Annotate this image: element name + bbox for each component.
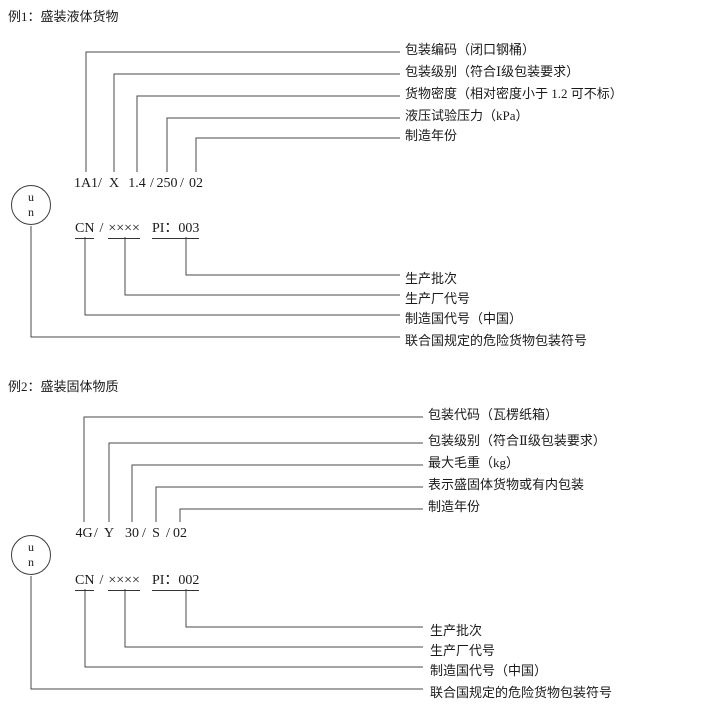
ex1-code-part-density: 1.4 — [128, 176, 146, 191]
ex1-bottom-label-country: 制造国代号（中国） — [405, 311, 523, 326]
ex2-manufacturer-row: CN / ×××× PI：002 — [75, 569, 200, 591]
ex2-code-part-solid: S — [152, 526, 160, 541]
ex2-code-part-level: Y — [103, 526, 115, 541]
ex1-pi-number: PI：003 — [151, 221, 200, 239]
ex2-bottom-leader-lines — [30, 576, 423, 690]
ex2-top-label-year: 制造年份 — [428, 499, 481, 514]
ex1-code-part-pressure: 250 — [156, 176, 178, 191]
ex2-bottom-label-batch: 生产批次 — [430, 623, 483, 638]
ex1-top-label-cargo-density: 货物密度（相对密度小于 1.2 可不标） — [405, 86, 623, 101]
ex2-bottom-label-factory: 生产厂代号 — [430, 643, 496, 658]
ex2-top-leader-lines — [83, 416, 423, 522]
un-symbol-letter-n: n — [28, 205, 34, 219]
ex2-country-code: CN — [75, 573, 95, 591]
ex1-factory-code: ×××× — [108, 221, 140, 239]
ex2-pi-number: PI：002 — [151, 573, 200, 591]
ex1-bottom-leader-lines — [30, 226, 400, 338]
ex2-bottom-label-un-mark: 联合国规定的危险货物包装符号 — [430, 685, 613, 700]
ex1-code-part-type: 1A1 — [73, 176, 99, 191]
example1-title: 例1：盛装液体货物 — [8, 9, 119, 24]
example2-title: 例2：盛装固体物质 — [8, 379, 119, 394]
ex1-bottom-label-batch: 生产批次 — [405, 271, 458, 286]
ex2-code-part-type: 4G — [75, 526, 93, 541]
ex1-code-slash: / — [180, 176, 184, 191]
un-symbol-letter-u: u — [28, 190, 34, 204]
ex2-bottom-label-country: 制造国代号（中国） — [430, 663, 548, 678]
ex2-top-label-gross-weight: 最大毛重（kg） — [428, 455, 520, 470]
ex1-code-slash: / — [98, 176, 102, 191]
ex2-top-label-packaging-level: 包装级别（符合Ⅱ级包装要求） — [428, 433, 606, 448]
un-symbol-letter-n: n — [28, 555, 34, 569]
ex2-code-part-weight: 30 — [125, 526, 139, 541]
ex1-top-leader-lines — [85, 51, 400, 172]
ex2-code-slash: / — [94, 526, 98, 541]
ex2-top-label-solid-goods: 表示盛固体货物或有内包装 — [428, 477, 585, 492]
ex1-top-label-test-pressure: 液压试验压力（kPa） — [405, 108, 529, 123]
ex1-manufacturer-row: CN / ×××× PI：003 — [75, 217, 200, 239]
ex1-code-part-level: X — [108, 176, 120, 191]
ex1-top-label-packaging-level: 包装级别（符合Ⅰ级包装要求） — [405, 64, 580, 79]
ex1-code-part-year: 02 — [189, 176, 203, 191]
ex1-bottom-label-factory: 生产厂代号 — [405, 291, 471, 306]
ex1-code-slash: / — [150, 176, 154, 191]
ex2-code-slash: / — [166, 526, 170, 541]
ex1-bottom-label-un-mark: 联合国规定的危险货物包装符号 — [405, 333, 588, 348]
ex2-code-slash: / — [142, 526, 146, 541]
un-symbol: u n — [11, 185, 51, 225]
ex1-country-code: CN — [75, 221, 95, 239]
ex2-code-part-year: 02 — [173, 526, 187, 541]
ex2-top-label-packaging-code: 包装代码（瓦楞纸箱） — [428, 407, 559, 422]
ex2-mfr-slash: / — [99, 573, 104, 588]
ex1-mfr-slash: / — [99, 221, 104, 236]
un-symbol: u n — [11, 535, 51, 575]
un-symbol-letter-u: u — [28, 540, 34, 554]
ex2-factory-code: ×××× — [108, 573, 140, 591]
ex1-top-label-packaging-code: 包装编码（闭口钢桶） — [405, 42, 536, 57]
ex1-top-label-year: 制造年份 — [405, 128, 458, 143]
